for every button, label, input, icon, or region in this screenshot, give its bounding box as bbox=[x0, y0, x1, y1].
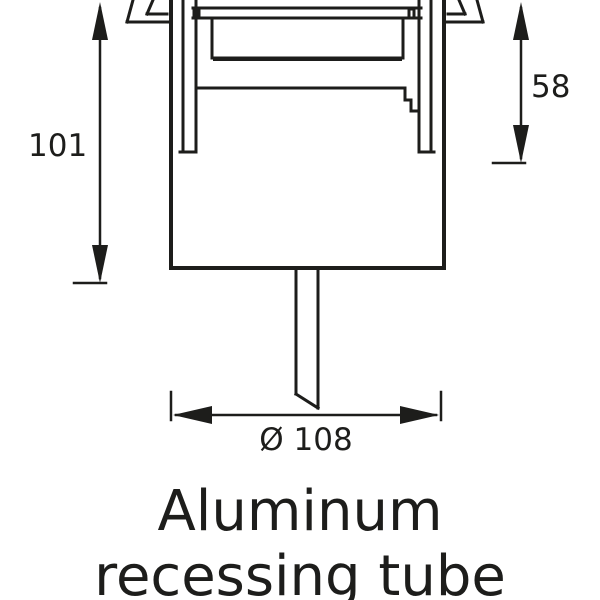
dimension-label-101: 101 bbox=[28, 128, 87, 164]
top-flange bbox=[125, 0, 485, 24]
tube-body bbox=[169, 0, 446, 270]
caption-line-2: recessing tube bbox=[94, 544, 506, 600]
dimension-height-inner bbox=[491, 2, 529, 165]
dimension-label-58: 58 bbox=[531, 69, 570, 105]
caption-line-1: Aluminum bbox=[157, 479, 443, 544]
dimension-label-diameter: Ø 108 bbox=[259, 422, 352, 458]
inner-housing bbox=[178, 0, 436, 154]
dimension-diameter bbox=[169, 390, 443, 424]
dimension-height-total bbox=[72, 2, 108, 285]
inner-sleeve bbox=[194, 86, 421, 154]
mounting-spike bbox=[293, 268, 321, 411]
